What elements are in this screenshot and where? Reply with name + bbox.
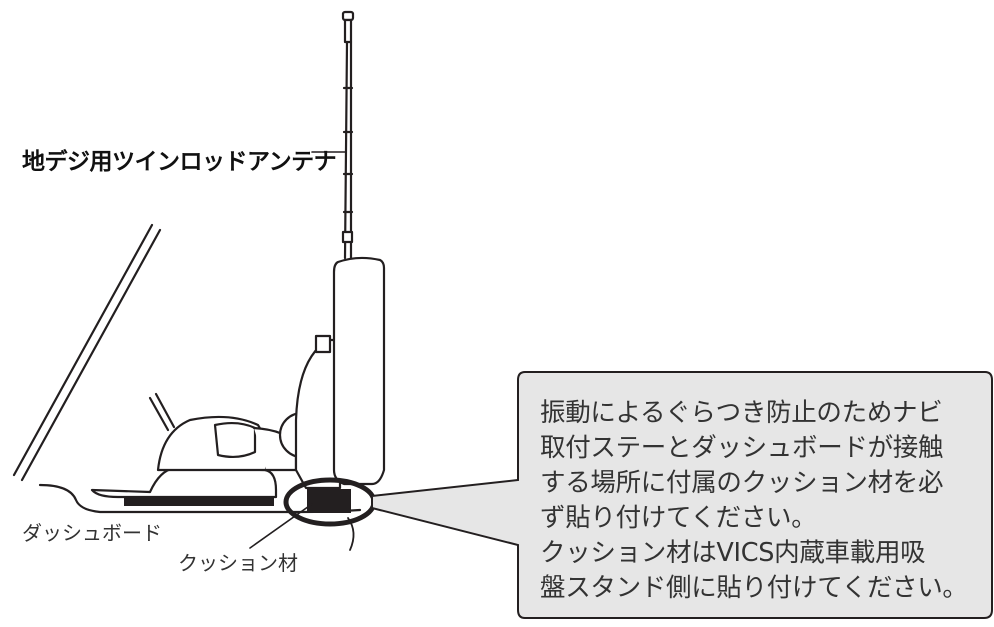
antenna-label: 地デジ用ツインロッドアンテナ	[22, 149, 337, 175]
cushion-material	[124, 496, 274, 506]
antenna-rod	[341, 10, 355, 260]
navi-unit	[332, 256, 386, 486]
callout-line: する場所に付属のクッション材を必	[540, 468, 944, 498]
callout-text: 振動によるぐらつき防止のためナビ 取付ステーとダッシュボードが接触 する場所に付…	[540, 396, 988, 606]
dashboard-label: ダッシュボード	[22, 521, 162, 545]
callout-line: 取付ステーとダッシュボードが接触	[540, 433, 944, 463]
stand-arc	[347, 517, 355, 551]
callout-line: クッション材はVICS内蔵車載用吸	[540, 538, 926, 568]
cushion-label: クッション材	[178, 551, 298, 575]
callout-line: 振動によるぐらつき防止のためナビ	[540, 398, 943, 428]
cushion-material-small	[307, 489, 351, 513]
callout-balloon	[371, 371, 993, 619]
suction-stand	[90, 334, 342, 499]
cushion-leader-line	[249, 503, 313, 549]
callout-line: ず貼り付けてください。	[540, 503, 817, 533]
callout-line: 盤スタンド側に貼り付けてください。	[540, 573, 968, 603]
windshield	[12, 223, 162, 482]
